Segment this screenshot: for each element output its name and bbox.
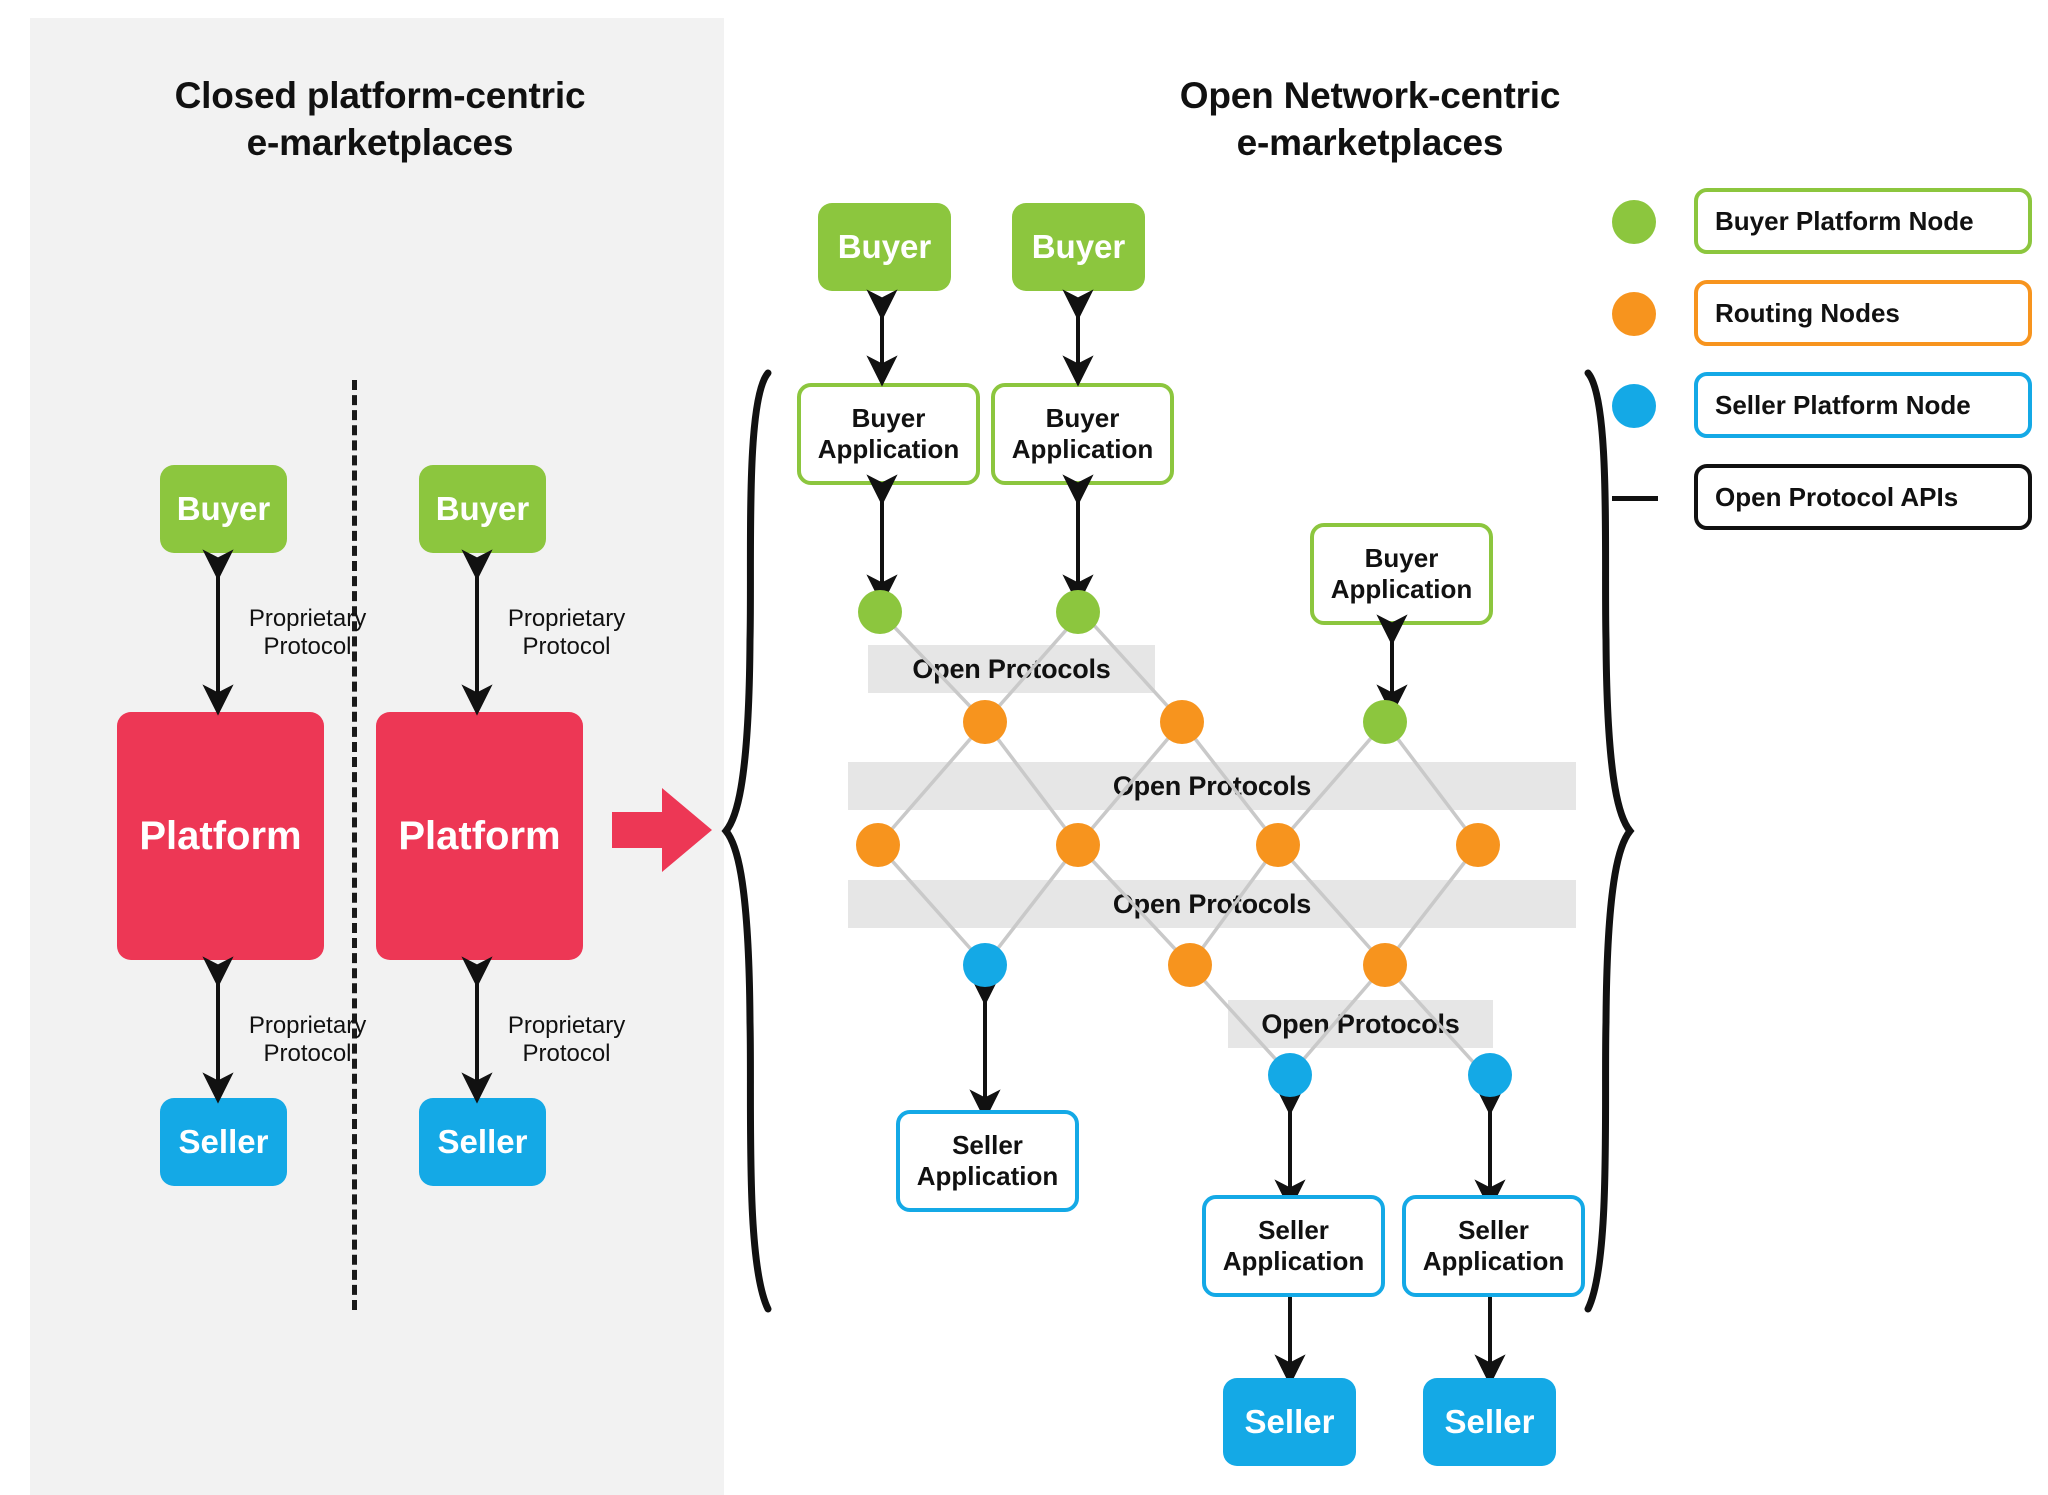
seller-platform-node-3[interactable] <box>1468 1053 1512 1097</box>
proto-4b: Protocol <box>522 1040 611 1067</box>
left-seller-1[interactable]: Seller <box>160 1098 287 1186</box>
routing-node-6[interactable] <box>1456 823 1500 867</box>
seller-app-2-line2: Application <box>1222 1246 1365 1276</box>
left-proto-label-3: Proprietary Protocol <box>474 605 659 661</box>
band-3-label: Open Protocols <box>1112 888 1312 919</box>
right-title-line2: e-marketplaces <box>1236 122 1504 163</box>
left-seller-2-label: Seller <box>437 1123 528 1160</box>
legend-text-0: Buyer Platform Node <box>1715 205 1974 236</box>
left-title-line2: e-marketplaces <box>246 122 514 163</box>
seller-platform-node-1[interactable] <box>963 943 1007 987</box>
legend-row-seller-platform-node: Seller Platform Node <box>1612 372 2032 441</box>
left-buyer-1[interactable]: Buyer <box>160 465 287 553</box>
left-buyer-2-label: Buyer <box>435 490 530 527</box>
legend-text-1: Routing Nodes <box>1715 297 1900 328</box>
left-platform-1-label: Platform <box>139 813 302 858</box>
left-buyer-1-label: Buyer <box>176 490 271 527</box>
legend-text-3: Open Protocol APIs <box>1715 481 1959 512</box>
proto-1a: Proprietary <box>248 605 367 632</box>
panel-divider <box>352 380 357 1310</box>
seller-app-3-line2: Application <box>1422 1246 1565 1276</box>
blue-dot-icon <box>1612 384 1656 428</box>
seller-application-2[interactable]: Seller Application <box>1202 1195 1385 1297</box>
proto-3a: Proprietary <box>507 605 626 632</box>
legend-label-buyer-platform-node: Buyer Platform Node <box>1694 188 2032 254</box>
buyer-app-3-line1: Buyer <box>1364 543 1439 573</box>
routing-node-1[interactable] <box>963 700 1007 744</box>
proto-2a: Proprietary <box>248 1012 367 1039</box>
routing-node-3[interactable] <box>856 823 900 867</box>
band-2-label: Open Protocols <box>1112 770 1312 801</box>
right-buyer-1-label: Buyer <box>837 228 932 265</box>
orange-dot-icon <box>1612 292 1656 336</box>
buyer-app-1-line1: Buyer <box>851 403 926 433</box>
right-buyer-2[interactable]: Buyer <box>1012 203 1145 291</box>
proto-1b: Protocol <box>263 633 352 660</box>
legend-row-open-protocol-apis: Open Protocol APIs <box>1612 464 2032 533</box>
seller-app-1-line1: Seller <box>952 1130 1023 1160</box>
proto-3b: Protocol <box>522 633 611 660</box>
seller-platform-node-2[interactable] <box>1268 1053 1312 1097</box>
buyer-platform-node-1[interactable] <box>858 590 902 634</box>
right-seller-1-label: Seller <box>1244 1403 1335 1440</box>
seller-app-2-line1: Seller <box>1258 1215 1329 1245</box>
right-seller-2[interactable]: Seller <box>1423 1378 1556 1466</box>
open-protocols-band-1: Open Protocols <box>868 645 1155 693</box>
green-dot-icon <box>1612 200 1656 244</box>
right-seller-2-label: Seller <box>1444 1403 1535 1440</box>
band-1-label: Open Protocols <box>912 653 1111 684</box>
buyer-application-1[interactable]: Buyer Application <box>797 383 980 485</box>
buyer-platform-node-2[interactable] <box>1056 590 1100 634</box>
right-buyer-2-label: Buyer <box>1031 228 1126 265</box>
routing-node-7[interactable] <box>1168 943 1212 987</box>
left-panel-title: Closed platform-centric e-marketplaces <box>110 72 650 166</box>
left-platform-2-label: Platform <box>398 813 561 858</box>
left-proto-label-2: Proprietary Protocol <box>215 1012 400 1068</box>
left-buyer-2[interactable]: Buyer <box>419 465 546 553</box>
right-buyer-1[interactable]: Buyer <box>818 203 951 291</box>
routing-node-2[interactable] <box>1160 700 1204 744</box>
buyer-app-2-line2: Application <box>1011 434 1154 464</box>
buyer-application-2[interactable]: Buyer Application <box>991 383 1174 485</box>
left-seller-1-label: Seller <box>178 1123 269 1160</box>
left-platform-1[interactable]: Platform <box>117 712 324 960</box>
legend-row-buyer-platform-node: Buyer Platform Node <box>1612 188 2032 257</box>
legend-label-routing-nodes: Routing Nodes <box>1694 280 2032 346</box>
routing-node-8[interactable] <box>1363 943 1407 987</box>
routing-node-5[interactable] <box>1256 823 1300 867</box>
open-protocols-band-3: Open Protocols <box>848 880 1576 928</box>
routing-node-4[interactable] <box>1056 823 1100 867</box>
buyer-app-3-line2: Application <box>1330 574 1473 604</box>
buyer-platform-node-3[interactable] <box>1363 700 1407 744</box>
legend-label-open-protocol-apis: Open Protocol APIs <box>1694 464 2032 530</box>
right-seller-1[interactable]: Seller <box>1223 1378 1356 1466</box>
buyer-application-3[interactable]: Buyer Application <box>1310 523 1493 625</box>
left-title-line1: Closed platform-centric <box>174 75 586 116</box>
left-proto-label-1: Proprietary Protocol <box>215 605 400 661</box>
seller-app-3-line1: Seller <box>1458 1215 1529 1245</box>
proto-4a: Proprietary <box>507 1012 626 1039</box>
open-protocols-band-2: Open Protocols <box>848 762 1576 810</box>
legend-text-2: Seller Platform Node <box>1715 389 1971 420</box>
open-protocols-band-4: Open Protocols <box>1228 1000 1493 1048</box>
seller-app-1-line2: Application <box>916 1161 1059 1191</box>
legend-label-seller-platform-node: Seller Platform Node <box>1694 372 2032 438</box>
legend: Buyer Platform Node Routing Nodes Seller… <box>1612 188 2032 556</box>
band-4-label: Open Protocols <box>1261 1008 1460 1039</box>
seller-application-3[interactable]: Seller Application <box>1402 1195 1585 1297</box>
left-proto-label-4: Proprietary Protocol <box>474 1012 659 1068</box>
legend-row-routing-nodes: Routing Nodes <box>1612 280 2032 349</box>
left-seller-2[interactable]: Seller <box>419 1098 546 1186</box>
right-panel-title: Open Network-centric e-marketplaces <box>1110 72 1630 166</box>
proto-2b: Protocol <box>263 1040 352 1067</box>
buyer-app-2-line1: Buyer <box>1045 403 1120 433</box>
right-title-line1: Open Network-centric <box>1179 75 1561 116</box>
seller-application-1[interactable]: Seller Application <box>896 1110 1079 1212</box>
buyer-app-1-line2: Application <box>817 434 960 464</box>
line-icon <box>1612 496 1658 501</box>
left-platform-2[interactable]: Platform <box>376 712 583 960</box>
